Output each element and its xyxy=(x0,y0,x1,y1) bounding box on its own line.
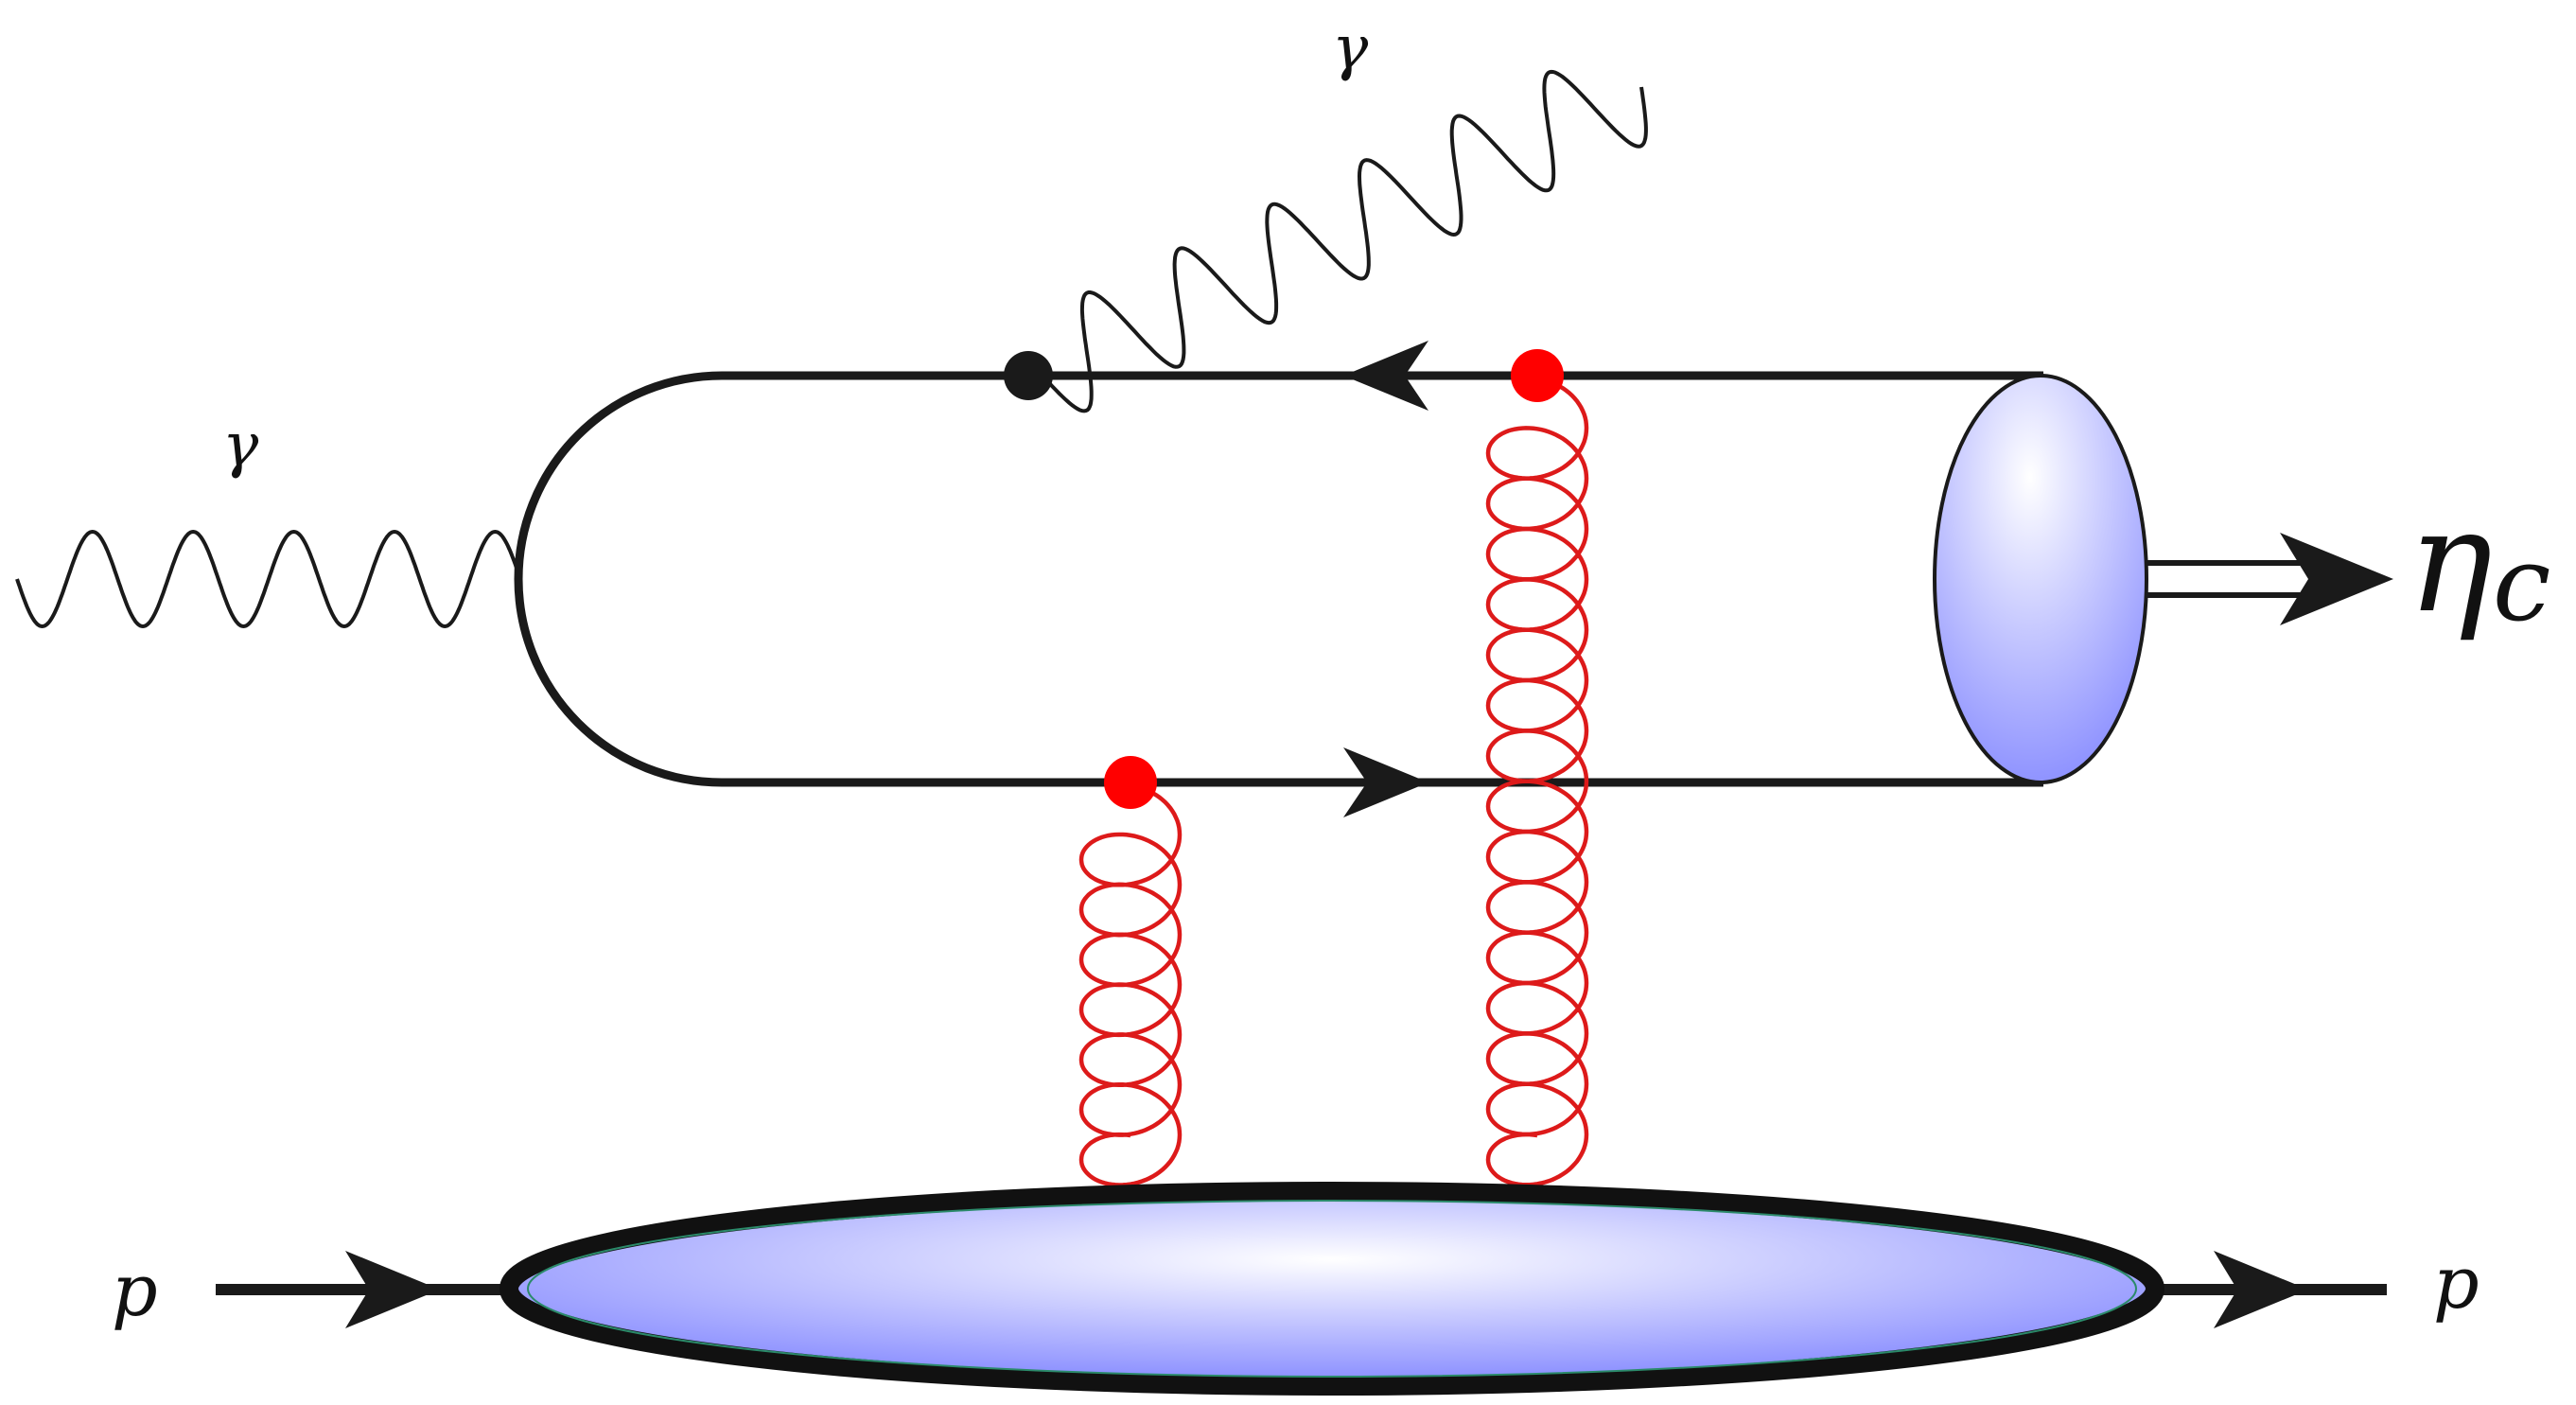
meson-double-line xyxy=(2147,560,2308,598)
proton-out-label: p xyxy=(2433,1240,2480,1325)
outgoing-photon-line xyxy=(1039,69,1648,413)
meson-blob xyxy=(1933,374,2148,784)
proton-blob-rim xyxy=(527,1200,2137,1378)
quark-arrow-left xyxy=(1343,341,1428,411)
meson-arrow-head xyxy=(2280,533,2393,625)
gluon-vertex-dot-bottom xyxy=(1104,756,1157,809)
proton-arrow-in xyxy=(345,1251,440,1328)
photon-out-label: γ xyxy=(1332,13,1369,83)
proton-blob xyxy=(499,1182,2164,1396)
meson-label-subscript: c xyxy=(2493,523,2551,644)
quark-arrow-right xyxy=(1343,747,1428,817)
quark-loop-arc xyxy=(514,371,723,787)
gluon-line-right xyxy=(1485,376,1589,1187)
gluon-vertex-dot-top xyxy=(1511,349,1564,402)
meson-label: ηc xyxy=(2408,480,2550,644)
proton-in-label: p xyxy=(112,1248,158,1332)
photon-vertex-dot xyxy=(1004,351,1053,400)
photon-in-label: γ xyxy=(222,411,259,481)
incoming-photon-line xyxy=(15,529,522,629)
proton-arrow-out xyxy=(2214,1251,2308,1328)
gluon-line-left xyxy=(1078,782,1183,1187)
meson-label-main: η xyxy=(2408,480,2493,644)
